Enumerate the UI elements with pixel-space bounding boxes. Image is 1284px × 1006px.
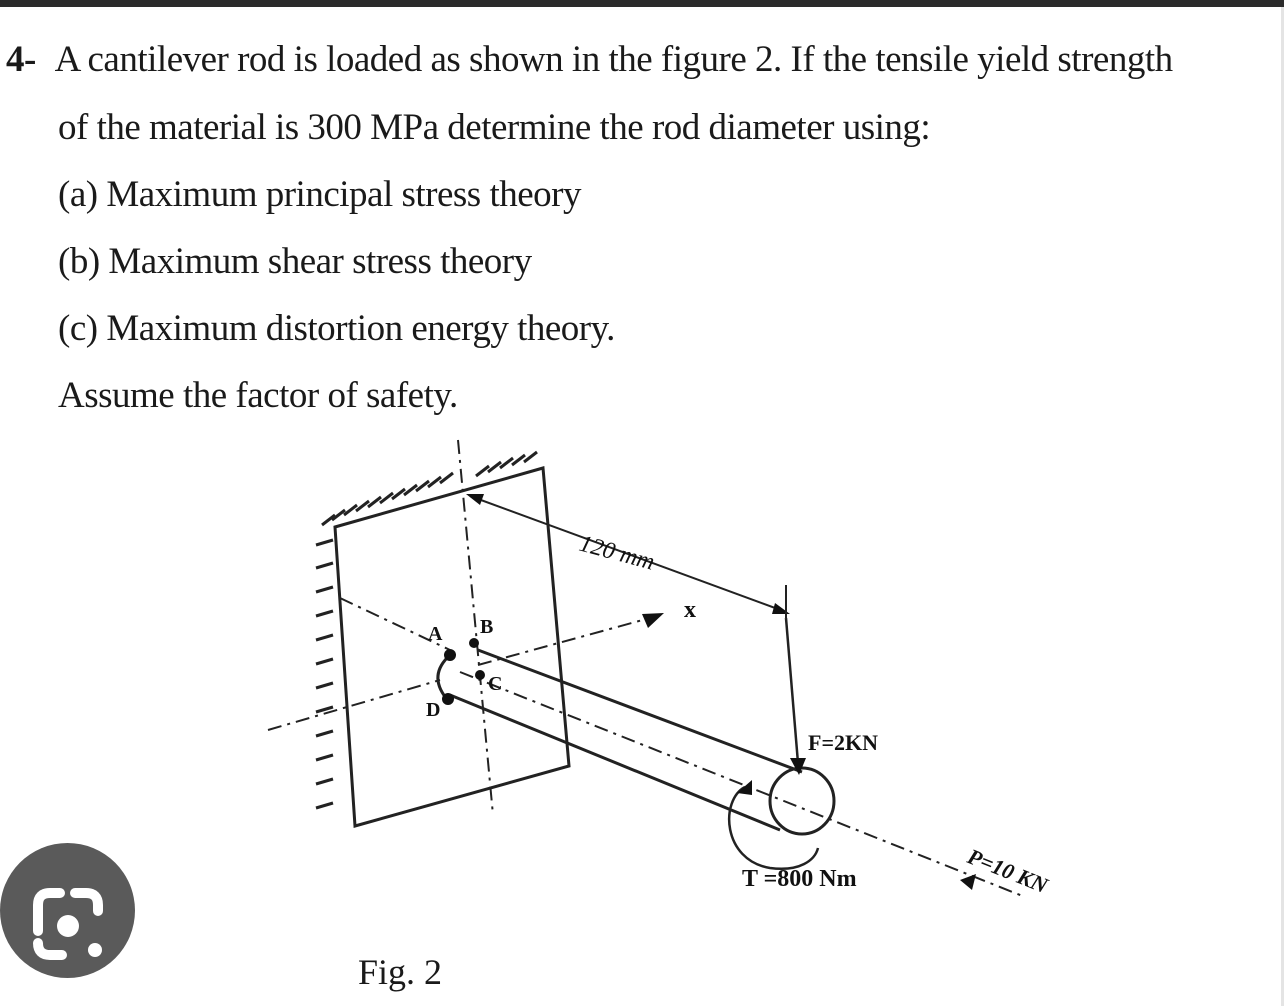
point-a-label: A — [428, 623, 443, 645]
torque-label: T =800 Nm — [742, 866, 857, 892]
dimension-label: 120 mm — [576, 531, 657, 576]
question-number: 4- — [6, 39, 36, 80]
right-border — [1281, 7, 1284, 1006]
horizontal-axis-lower — [267, 679, 441, 731]
x-axis-arrow — [642, 613, 664, 628]
wall — [333, 466, 571, 828]
point-d-label: D — [426, 699, 440, 721]
torque-arrow-head — [737, 780, 752, 795]
dimension-arrow-right — [772, 603, 790, 614]
dimension-line — [469, 495, 787, 613]
point-a-marker — [444, 649, 456, 661]
question-line-2: of the material is 300 MPa determine the… — [58, 107, 931, 148]
question-line-1: 4- A cantilever rod is loaded as shown i… — [6, 40, 1173, 80]
x-axis-line — [477, 617, 651, 666]
force-arrow-line — [784, 617, 800, 764]
point-d-marker — [442, 693, 454, 705]
point-c-label: C — [488, 673, 502, 695]
assume-text: Assume the factor of safety. — [58, 375, 458, 416]
x-axis-label: x — [684, 597, 696, 623]
wall-hatching — [315, 450, 538, 810]
point-b-label: B — [480, 616, 493, 638]
horizontal-axis-upper — [339, 597, 451, 651]
torque-arc — [727, 785, 820, 871]
point-b-marker — [469, 638, 479, 648]
rod-centerline — [459, 671, 1026, 898]
question-text: A cantilever rod is loaded as shown in t… — [54, 39, 1174, 80]
option-c: (c) Maximum distortion energy theory. — [58, 308, 615, 349]
rod — [436, 648, 836, 836]
force-arrow-head — [790, 758, 806, 775]
option-a: (a) Maximum principal stress theory — [58, 174, 581, 215]
vertical-axis — [457, 439, 494, 816]
option-b: (b) Maximum shear stress theory — [58, 241, 532, 282]
google-lens-button[interactable] — [0, 843, 135, 978]
figure-caption: Fig. 2 — [358, 952, 443, 992]
dimension-arrow-left — [466, 494, 484, 505]
google-lens-icon — [33, 888, 103, 960]
top-border — [0, 0, 1284, 7]
axial-arrow-head — [960, 874, 976, 890]
force-label: F=2KN — [808, 730, 878, 755]
cantilever-figure: 120 mm x A B C D F=2KN T =800 Nm P=10 KN — [267, 439, 1052, 899]
point-c-marker — [475, 670, 485, 680]
